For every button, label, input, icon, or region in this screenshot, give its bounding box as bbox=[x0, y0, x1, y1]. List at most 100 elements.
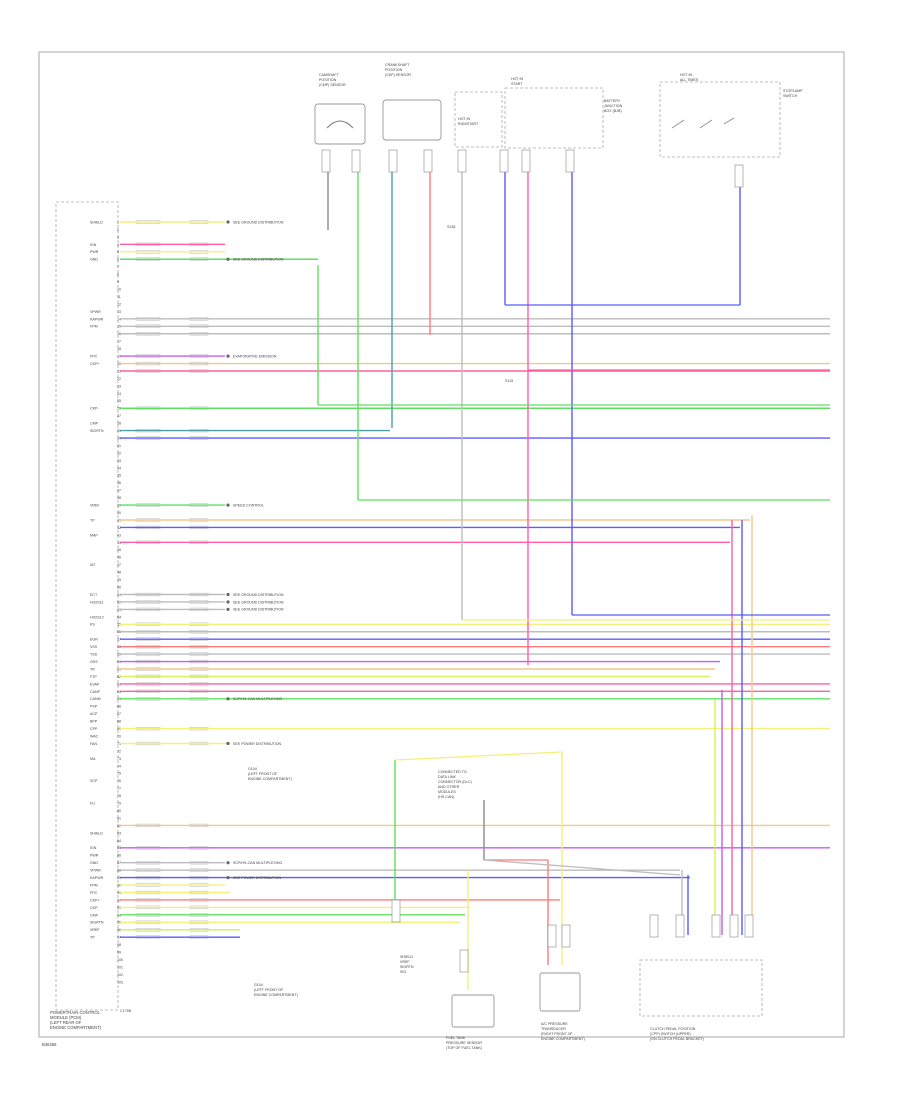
pin-number: 31 bbox=[117, 444, 121, 448]
pin-number: 78 bbox=[117, 794, 121, 798]
svg-text:CRANKSHAFT: CRANKSHAFT bbox=[385, 63, 410, 67]
pin-number: 54 bbox=[117, 615, 121, 619]
svg-text:HOT IN: HOT IN bbox=[511, 77, 524, 81]
svg-text:PRESSURE SENSOR: PRESSURE SENSOR bbox=[446, 1041, 482, 1045]
pin-name: SHIELD bbox=[90, 220, 103, 224]
pin-number: 28 bbox=[117, 422, 121, 426]
pin-number: 42 bbox=[117, 526, 121, 530]
wire-note: SEE GROUND DISTRIBUTION bbox=[233, 608, 284, 612]
wire-note: SEE GROUND DISTRIBUTION bbox=[233, 593, 284, 597]
pin-number: 4 bbox=[117, 243, 119, 247]
pin-name: FLI bbox=[90, 802, 95, 806]
pin-number: 79 bbox=[117, 802, 121, 806]
svg-text:(TOP OF FUEL TANK): (TOP OF FUEL TANK) bbox=[446, 1046, 482, 1050]
pin-number: 96 bbox=[117, 928, 121, 932]
svg-text:POSITION: POSITION bbox=[319, 78, 337, 82]
pin-name: FTP bbox=[90, 675, 97, 679]
pin-number: 36 bbox=[117, 481, 121, 485]
svg-text:G104: G104 bbox=[248, 767, 257, 771]
note-marker bbox=[226, 592, 230, 597]
pin-name: EVAP bbox=[90, 682, 100, 686]
connector-pin bbox=[391, 899, 401, 923]
pin-name: MIL bbox=[90, 757, 96, 761]
pin-number: 33 bbox=[117, 459, 121, 463]
pin-number: 95 bbox=[117, 921, 121, 925]
svg-text:MODULES: MODULES bbox=[438, 790, 456, 794]
note-marker bbox=[226, 220, 230, 224]
svg-text:CLUTCH PEDAL POSITION: CLUTCH PEDAL POSITION bbox=[650, 1027, 696, 1031]
can-network-note: CONNECTED TO DATA LINK CONNECTOR (DLC) A… bbox=[438, 770, 472, 799]
pin-number: 94 bbox=[117, 913, 121, 917]
fuse-start: HOT IN START BATTERY JUNCTION BOX (BJB) bbox=[504, 77, 623, 149]
wire-note: SPEED CONTROL bbox=[233, 503, 264, 507]
pin-name: SIGRTN bbox=[90, 429, 104, 433]
pin-number: 26 bbox=[117, 407, 121, 411]
fuel-tank-pressure-sensor: FUEL TANK PRESSURE SENSOR (TOP OF FUEL T… bbox=[446, 994, 495, 1050]
pin-name: VSS bbox=[90, 645, 98, 649]
pin-number: 27 bbox=[117, 414, 121, 418]
pin-name: HO2S11 bbox=[90, 600, 104, 604]
pin-number: 52 bbox=[117, 600, 121, 604]
svg-text:BOX (BJB): BOX (BJB) bbox=[604, 109, 622, 113]
pin-number: 17 bbox=[117, 340, 121, 344]
svg-text:CONNECTED TO: CONNECTED TO bbox=[438, 770, 467, 774]
pin-number: 80 bbox=[117, 809, 121, 813]
svg-text:(LEFT REAR OF: (LEFT REAR OF bbox=[50, 1020, 82, 1025]
svg-text:JUNCTION: JUNCTION bbox=[604, 104, 623, 108]
pin-number: 67 bbox=[117, 712, 121, 716]
pin-number: 64 bbox=[117, 690, 121, 694]
pin-number: 15 bbox=[117, 325, 121, 329]
connector-pin bbox=[321, 149, 331, 173]
note-marker bbox=[226, 257, 230, 261]
pin-number: 73 bbox=[117, 757, 121, 761]
pin-number: 8 bbox=[117, 273, 119, 277]
pin-name: TSS bbox=[90, 653, 98, 657]
pin-name: FAN bbox=[90, 742, 97, 746]
pin-name: CMP bbox=[90, 913, 99, 917]
pin-number: 51 bbox=[117, 593, 121, 597]
connector-pin bbox=[729, 914, 739, 938]
note-marker bbox=[226, 354, 230, 358]
pcm-pin-names: SHIELDIGNPWRGNDVPWRKAPWRFPMFPCCKP+CKP-CM… bbox=[90, 220, 104, 939]
pin-number: 57 bbox=[117, 638, 121, 642]
ckp-sensor: CRANKSHAFT POSITION (CKP) SENSOR bbox=[382, 63, 442, 141]
splice-s115: S115 bbox=[505, 379, 513, 383]
wire-notes: SEE GROUND DISTRIBUTION SEE GROUND DISTRI… bbox=[226, 220, 284, 880]
pin-number: 41 bbox=[117, 518, 121, 522]
pin-number: 34 bbox=[117, 466, 121, 470]
svg-text:(RIGHT FRONT OF: (RIGHT FRONT OF bbox=[541, 1032, 573, 1036]
pin-number: 24 bbox=[117, 392, 121, 396]
connector-pin bbox=[675, 914, 685, 938]
pin-number: 70 bbox=[117, 734, 121, 738]
pin-number: 103 bbox=[117, 980, 123, 984]
pin-number: 3 bbox=[117, 235, 119, 239]
pin-number: 19 bbox=[117, 355, 121, 359]
pin-number: 98 bbox=[117, 943, 121, 947]
pin-name: KAPWR bbox=[90, 876, 104, 880]
pin-name: GND bbox=[90, 861, 98, 865]
pin-number: 87 bbox=[117, 861, 121, 865]
pin-name: IGN bbox=[90, 846, 97, 850]
pin-number: 92 bbox=[117, 898, 121, 902]
pin-number: 18 bbox=[117, 347, 121, 351]
pin-number: 63 bbox=[117, 682, 121, 686]
pin-number: 37 bbox=[117, 489, 121, 493]
pin-number: 7 bbox=[117, 265, 119, 269]
pin-name: IGN bbox=[90, 243, 97, 247]
pin-number: 99 bbox=[117, 951, 121, 955]
connector-pin bbox=[744, 914, 754, 938]
svg-text:(CMP) SENSOR: (CMP) SENSOR bbox=[319, 83, 346, 87]
pin-name: VPWR bbox=[90, 310, 101, 314]
svg-text:(LEFT FRONT OF: (LEFT FRONT OF bbox=[248, 772, 278, 776]
diagram-border bbox=[38, 51, 845, 1038]
pin-number: 12 bbox=[117, 302, 121, 306]
pin-number: 68 bbox=[117, 720, 121, 724]
wire-note: SEE GROUND DISTRIBUTION bbox=[233, 258, 284, 262]
connector-pin bbox=[561, 924, 571, 948]
pin-name: WAC bbox=[90, 734, 99, 738]
pin-name: KAPWR bbox=[90, 317, 104, 321]
pin-number: 16 bbox=[117, 332, 121, 336]
connector-pin bbox=[499, 149, 509, 173]
pin-number: 2 bbox=[117, 228, 119, 232]
